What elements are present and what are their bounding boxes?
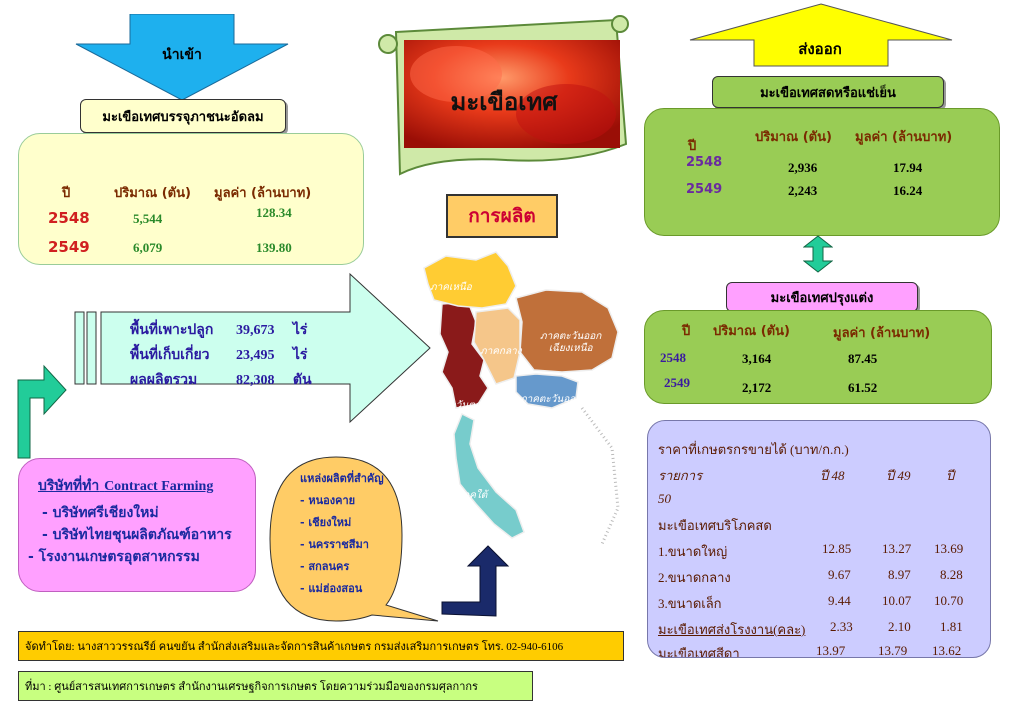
bent-arrow-up-icon: [441, 545, 510, 617]
import-category-label: มะเขือเทศบรรจุภาชนะอัดลม: [80, 99, 286, 133]
list-item: - บริษัทศรีเชียงใหม่: [42, 505, 159, 521]
export-fresh-header-value: มูลค่า (ล้านบาท): [855, 130, 953, 145]
export-fresh-row-year: 2548: [686, 155, 723, 170]
export-processed-row-quantity: 3,164: [742, 351, 772, 366]
import-row-value: 139.80: [256, 240, 292, 255]
bent-arrow-up-icon: [17, 364, 67, 459]
export-fresh-row-year: 2549: [686, 182, 723, 197]
region-label-central: ภาคกลาง: [480, 346, 522, 357]
double-arrow-icon: [803, 235, 833, 273]
export-processed-header-value: มูลค่า (ล้านบาท): [833, 326, 931, 341]
export-fresh-panel: [644, 108, 1000, 236]
sources-title: แหล่งผลิตที่สำคัญ: [300, 472, 384, 485]
export-fresh-row-value: 17.94: [893, 160, 923, 175]
contract-farming-title: บริษัทที่ทำ Contract Farming: [38, 478, 214, 494]
price-panel: ราคาที่เกษตรกรขายได้ (บาท/ก.ก.) รายการ ป…: [647, 420, 991, 658]
list-item: - โรงงานเกษตรอุตสาหกรรม: [28, 549, 200, 565]
export-processed-header-quantity: ปริมาณ (ตัน): [713, 324, 790, 339]
tomato-banner: [378, 15, 629, 176]
export-processed-row-year: 2548: [660, 350, 686, 365]
import-header-quantity: ปริมาณ (ตัน): [114, 186, 191, 201]
footer-source: ที่มา : ศูนย์สารสนเทศการเกษตร สำนักงานเศ…: [18, 671, 533, 701]
region-label-north: ภาคเหนือ: [430, 282, 472, 293]
import-arrow-label: นำเข้า: [162, 47, 202, 63]
region-label-northeast: ภาคตะวันออกเฉียงเหนือ: [540, 331, 602, 354]
export-fresh-label: มะเขือเทศสดหรือแช่เย็น: [712, 76, 944, 108]
export-processed-row-quantity: 2,172: [742, 380, 772, 395]
list-item: - แม่ฮ่องสอน: [300, 582, 363, 595]
export-processed-label: มะเขือเทศปรุงแต่ง: [726, 282, 918, 312]
import-row-value: 128.34: [256, 205, 292, 220]
export-processed-header-year: ปี: [682, 324, 691, 339]
price-title: ราคาที่เกษตรกรขายได้ (บาท/ก.ก.): [658, 442, 849, 457]
import-row-year: 2549: [48, 238, 90, 256]
list-item: - นครราชสีมา: [300, 538, 369, 551]
export-fresh-row-quantity: 2,936: [788, 160, 818, 175]
import-row-quantity: 5,544: [133, 211, 163, 226]
banner-title: มะเขือเทศ: [450, 88, 558, 116]
export-processed-panel: [644, 310, 992, 404]
production-label: การผลิต: [446, 194, 558, 238]
list-item: - สกลนคร: [300, 560, 350, 573]
import-header-value: มูลค่า (ล้านบาท): [214, 186, 312, 201]
export-arrow-label: ส่งออก: [798, 40, 842, 58]
sources-bubble: [269, 456, 439, 622]
export-fresh-header-year: ปี: [688, 139, 697, 154]
import-arrow: [75, 14, 289, 101]
import-row-year: 2548: [48, 209, 90, 227]
price-section: มะเขือเทศบริโภคสด: [658, 518, 772, 533]
contract-farming-list: - บริษัทศรีเชียงใหม่ - บริษัทไทยชุนผลิตภ…: [28, 502, 232, 568]
table-row: 3.ขนาดเล็ก 9.44 10.07 10.70: [658, 593, 964, 611]
region-label-west: ภาคตะวันตก: [425, 400, 481, 411]
table-row: มะเขือเทศส่งโรงงาน(คละ) 2.33 2.10 1.81: [658, 619, 963, 637]
table-row: 1.ขนาดใหญ่ 12.85 13.27 13.69: [658, 541, 964, 559]
contract-farming-panel: [18, 458, 256, 592]
table-row: มะเขือเทศสีดา 13.97 13.79 13.62: [658, 643, 962, 658]
thailand-region-map: [423, 251, 620, 545]
price-header-row: 50: [658, 491, 671, 506]
export-processed-row-value: 61.52: [848, 380, 878, 395]
area-stats-arrow: [74, 272, 431, 424]
region-label-south: ภาคใต้: [457, 490, 488, 501]
list-item: - บริษัทไทยชุนผลิตภัณฑ์อาหาร: [42, 527, 232, 543]
price-header-row: รายการ ปี 48 ปี 49 ปี: [658, 468, 955, 483]
region-label-east: ภาคตะวันออก: [520, 394, 582, 405]
export-fresh-row-value: 16.24: [893, 183, 923, 198]
sources-list: แหล่งผลิตที่สำคัญ - หนองคาย - เชียงใหม่ …: [300, 468, 384, 600]
import-row-quantity: 6,079: [133, 240, 163, 255]
export-processed-row-value: 87.45: [848, 351, 878, 366]
export-processed-row-year: 2549: [664, 375, 690, 390]
export-fresh-row-quantity: 2,243: [788, 183, 818, 198]
list-item: - เชียงใหม่: [300, 516, 352, 529]
export-arrow: [689, 3, 953, 67]
table-row: 2.ขนาดกลาง 9.67 8.97 8.28: [658, 567, 963, 585]
footer-prepared-by: จัดทำโดย: นางสาววรรณรีย์ คนขยัน สำนักส่ง…: [18, 631, 624, 661]
list-item: - หนองคาย: [300, 494, 356, 507]
import-header-year: ปี: [62, 186, 71, 201]
import-panel: [18, 133, 364, 265]
export-fresh-header-quantity: ปริมาณ (ตัน): [755, 130, 832, 145]
